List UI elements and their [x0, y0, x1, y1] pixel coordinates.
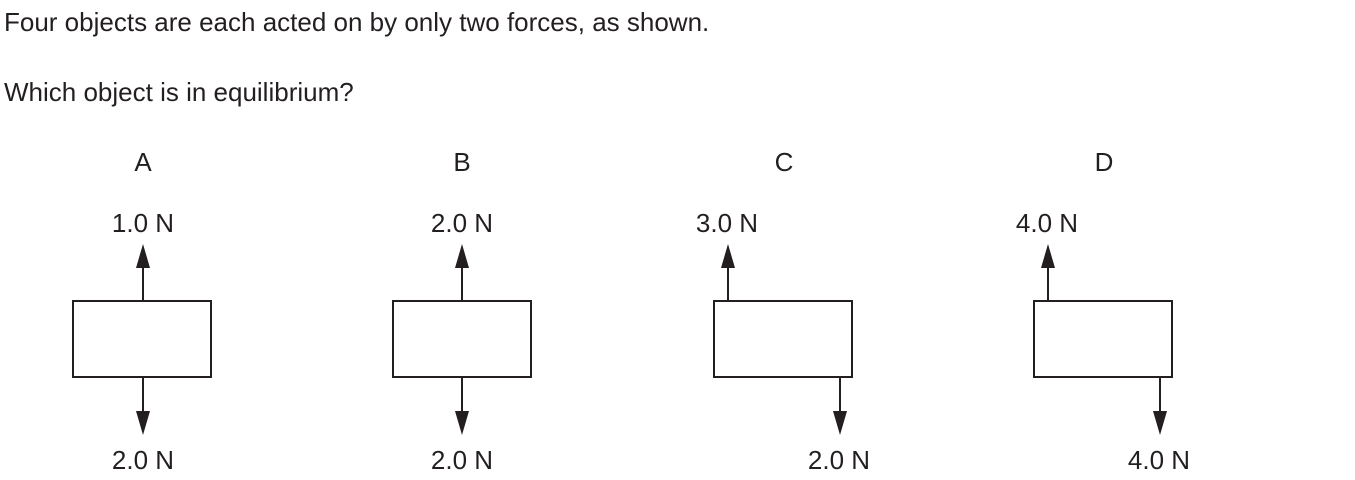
upward-force-arrow — [1041, 244, 1055, 301]
question-stem: Four objects are each acted on by only t… — [4, 7, 710, 37]
top-force-label: 1.0 N — [111, 208, 175, 238]
object-box — [1033, 300, 1173, 378]
bottom-force-label: 4.0 N — [1127, 445, 1191, 475]
object-box — [392, 300, 532, 378]
object-box — [713, 300, 853, 378]
option-a-diagram: A 1.0 N 2.0 N — [0, 0, 300, 480]
downward-force-arrow — [833, 378, 847, 435]
bottom-force-label: 2.0 N — [430, 445, 494, 475]
bottom-force-label: 2.0 N — [111, 445, 175, 475]
downward-force-arrow — [136, 378, 150, 435]
upward-force-arrow — [455, 244, 469, 301]
upward-force-arrow — [136, 244, 150, 301]
option-c-diagram: C 3.0 N 2.0 N — [0, 0, 870, 480]
option-letter: A — [134, 147, 152, 177]
option-letter: B — [453, 147, 471, 177]
option-d-diagram: D 4.0 N 4.0 N — [0, 0, 1190, 480]
top-force-label: 3.0 N — [695, 208, 759, 238]
top-force-label: 2.0 N — [430, 208, 494, 238]
downward-force-arrow — [455, 378, 469, 435]
option-b-diagram: B 2.0 N 2.0 N — [0, 0, 532, 480]
upward-force-arrow — [721, 244, 735, 301]
option-letter: C — [774, 147, 794, 177]
downward-force-arrow — [1153, 378, 1167, 435]
top-force-label: 4.0 N — [1015, 208, 1079, 238]
bottom-force-label: 2.0 N — [807, 445, 871, 475]
option-letter: D — [1094, 147, 1114, 177]
object-box — [72, 300, 212, 378]
question-prompt: Which object is in equilibrium? — [4, 77, 354, 107]
